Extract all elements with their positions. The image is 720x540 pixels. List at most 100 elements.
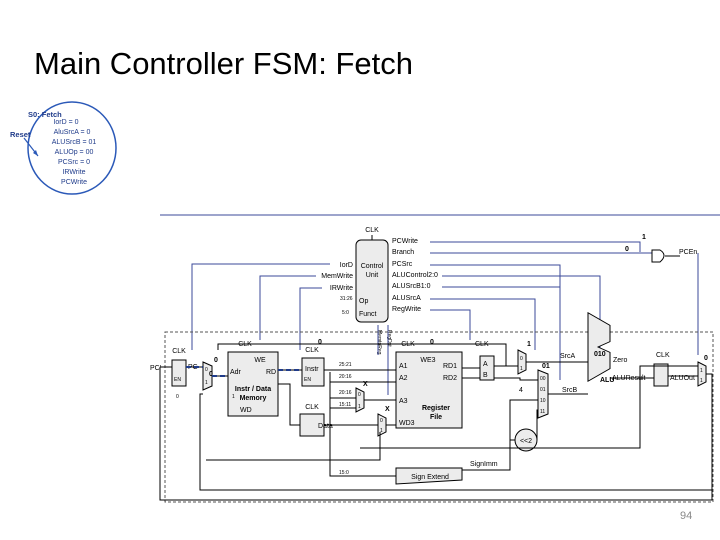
regfile-name: Register bbox=[422, 405, 450, 412]
fsm-state-circle bbox=[27, 101, 117, 195]
pcen-gate: PCEn 0 1 bbox=[625, 234, 697, 263]
pcen-label: PCEn bbox=[679, 249, 697, 256]
data-clk-label: CLK bbox=[305, 404, 319, 411]
regfile-a1-label: A1 bbox=[399, 363, 408, 370]
control-wires bbox=[160, 214, 720, 395]
control-out-iord: IorD bbox=[340, 262, 353, 269]
mux-value: 1 bbox=[527, 341, 531, 348]
instr-data-memory: CLK WE Adr RD Instr / Data Memory WD bbox=[227, 341, 279, 417]
fsm-state-name: S0: Fetch bbox=[28, 110, 62, 119]
control-out-branch: Branch bbox=[392, 249, 414, 256]
memtoreg-mux: X 0 1 bbox=[377, 406, 390, 437]
sign-extend-label: Sign Extend bbox=[411, 474, 449, 481]
mux-value: 11 bbox=[540, 409, 545, 415]
shift-label: <<2 bbox=[520, 438, 532, 445]
fetch-path-highlight bbox=[186, 366, 302, 377]
pc-prime-label: PC' bbox=[150, 365, 161, 372]
fsm-signal: ALUOp = 00 bbox=[55, 149, 94, 156]
mux-value: 1 bbox=[642, 234, 646, 241]
mux-value: 0 bbox=[318, 339, 322, 346]
register-file: CLK WE3 A1 A2 A3 WD3 RD1 RD2 Register Fi… bbox=[395, 339, 463, 429]
reg-a-label: A bbox=[483, 361, 488, 368]
instr-bits-label: 20:16 bbox=[339, 374, 352, 380]
control-op-label: Op bbox=[359, 298, 368, 305]
memory-name: Memory bbox=[240, 395, 267, 402]
srca-mux: 1 0 1 SrcA bbox=[517, 341, 576, 375]
regfile-name: File bbox=[430, 414, 442, 421]
control-unit-name: Unit bbox=[366, 272, 379, 279]
memory-rd-label: RD bbox=[266, 369, 276, 376]
regfile-wd3-label: WD3 bbox=[399, 420, 415, 427]
sign-extend: Sign Extend SignImm bbox=[395, 461, 498, 485]
regfile-a2-label: A2 bbox=[399, 375, 408, 382]
fsm-signal: ALUSrcB = 01 bbox=[52, 139, 97, 146]
regfile-rd1-label: RD1 bbox=[443, 363, 457, 370]
control-funct-label: Funct bbox=[359, 311, 377, 318]
control-out-pcwrite: PCWrite bbox=[392, 238, 418, 245]
mux-value: 0 bbox=[176, 394, 179, 400]
mux-value: 1 bbox=[205, 380, 208, 386]
mux-value: 0 bbox=[209, 371, 213, 378]
const-four-label: 4 bbox=[519, 387, 523, 394]
mux-value: 0 bbox=[520, 356, 523, 362]
mux-value: 1 bbox=[700, 378, 703, 384]
control-out-alucontrol: ALUControl2:0 bbox=[392, 272, 438, 279]
reg-b-label: B bbox=[483, 372, 488, 379]
slide-title: Main Controller FSM: Fetch bbox=[34, 46, 413, 81]
regfile-a3-label: A3 bbox=[399, 398, 408, 405]
instr-bits-label: 15:0 bbox=[339, 470, 349, 476]
instr-bits-label: 25:21 bbox=[339, 362, 352, 368]
fsm-signal: IorD = 0 bbox=[53, 119, 78, 126]
mux-value: 0 bbox=[625, 246, 629, 253]
mux-value: 1 bbox=[700, 368, 703, 374]
aluout-label: ALUOut bbox=[670, 375, 695, 382]
control-out-memwrite: MemWrite bbox=[321, 273, 353, 280]
control-unit: CLK Control Unit Op Funct 31:26 5:0 IorD… bbox=[321, 227, 438, 355]
instr-clk-label: CLK bbox=[305, 347, 319, 354]
control-unit-box bbox=[355, 239, 389, 323]
datapath-wires bbox=[159, 343, 713, 501]
control-out-alusrcb: ALUSrcB1:0 bbox=[392, 283, 431, 290]
alu: ALU 010 Zero ALUResult bbox=[587, 311, 646, 384]
memory-name: Instr / Data bbox=[235, 386, 271, 393]
mux-value: 0 bbox=[214, 357, 218, 364]
control-out-irwrite: IRWrite bbox=[330, 285, 353, 292]
mux-value: 01 bbox=[542, 363, 550, 370]
mux-value: X bbox=[363, 381, 368, 388]
regfile-rd2-label: RD2 bbox=[443, 375, 457, 382]
pc-clk-label: CLK bbox=[172, 348, 186, 355]
fsm-signal: IRWrite bbox=[62, 169, 85, 176]
regfile-we3-label: WE3 bbox=[420, 357, 435, 364]
register-file-box bbox=[395, 351, 463, 429]
pcsrc-mux: 0 1 1 bbox=[697, 355, 708, 387]
signimm-label: SignImm bbox=[470, 461, 498, 468]
regdst-mux: X 0 1 bbox=[355, 381, 368, 413]
op-bits-label: 31:26 bbox=[340, 296, 353, 302]
datapath-region bbox=[164, 331, 714, 503]
alu-zero-label: Zero bbox=[613, 357, 628, 364]
instr-register: CLK Instr EN 0 bbox=[301, 339, 325, 387]
instr-en-label: EN bbox=[304, 377, 311, 383]
control-out-memtoreg: MemtoReg bbox=[376, 330, 382, 355]
control-out-alusrca: ALUSrcA bbox=[392, 295, 421, 302]
control-unit-name: Control bbox=[361, 263, 384, 270]
control-out-regwrite: RegWrite bbox=[392, 306, 421, 313]
mux-value: 1 bbox=[232, 394, 235, 400]
fsm-signal: PCSrc = 0 bbox=[58, 159, 90, 166]
alu-label: ALU bbox=[600, 377, 614, 384]
fsm-signal: AluSrcA = 0 bbox=[54, 129, 91, 136]
memory-we-label: WE bbox=[254, 357, 266, 364]
mux-value: X bbox=[385, 406, 390, 413]
srcb-label: SrcB bbox=[562, 387, 578, 394]
data-register: CLK Data bbox=[299, 404, 333, 437]
memory-box bbox=[227, 351, 279, 417]
control-out-regdst: RegDst bbox=[386, 330, 392, 347]
data-label: Data bbox=[318, 423, 333, 430]
mux-value: 0 bbox=[380, 418, 383, 424]
mux-value: 1 bbox=[380, 428, 383, 434]
aluout-register: CLK ALUOut bbox=[653, 352, 695, 387]
mux-value: 01 bbox=[540, 387, 546, 393]
mux-value: 00 bbox=[540, 376, 546, 382]
page-number: 94 bbox=[680, 510, 693, 522]
